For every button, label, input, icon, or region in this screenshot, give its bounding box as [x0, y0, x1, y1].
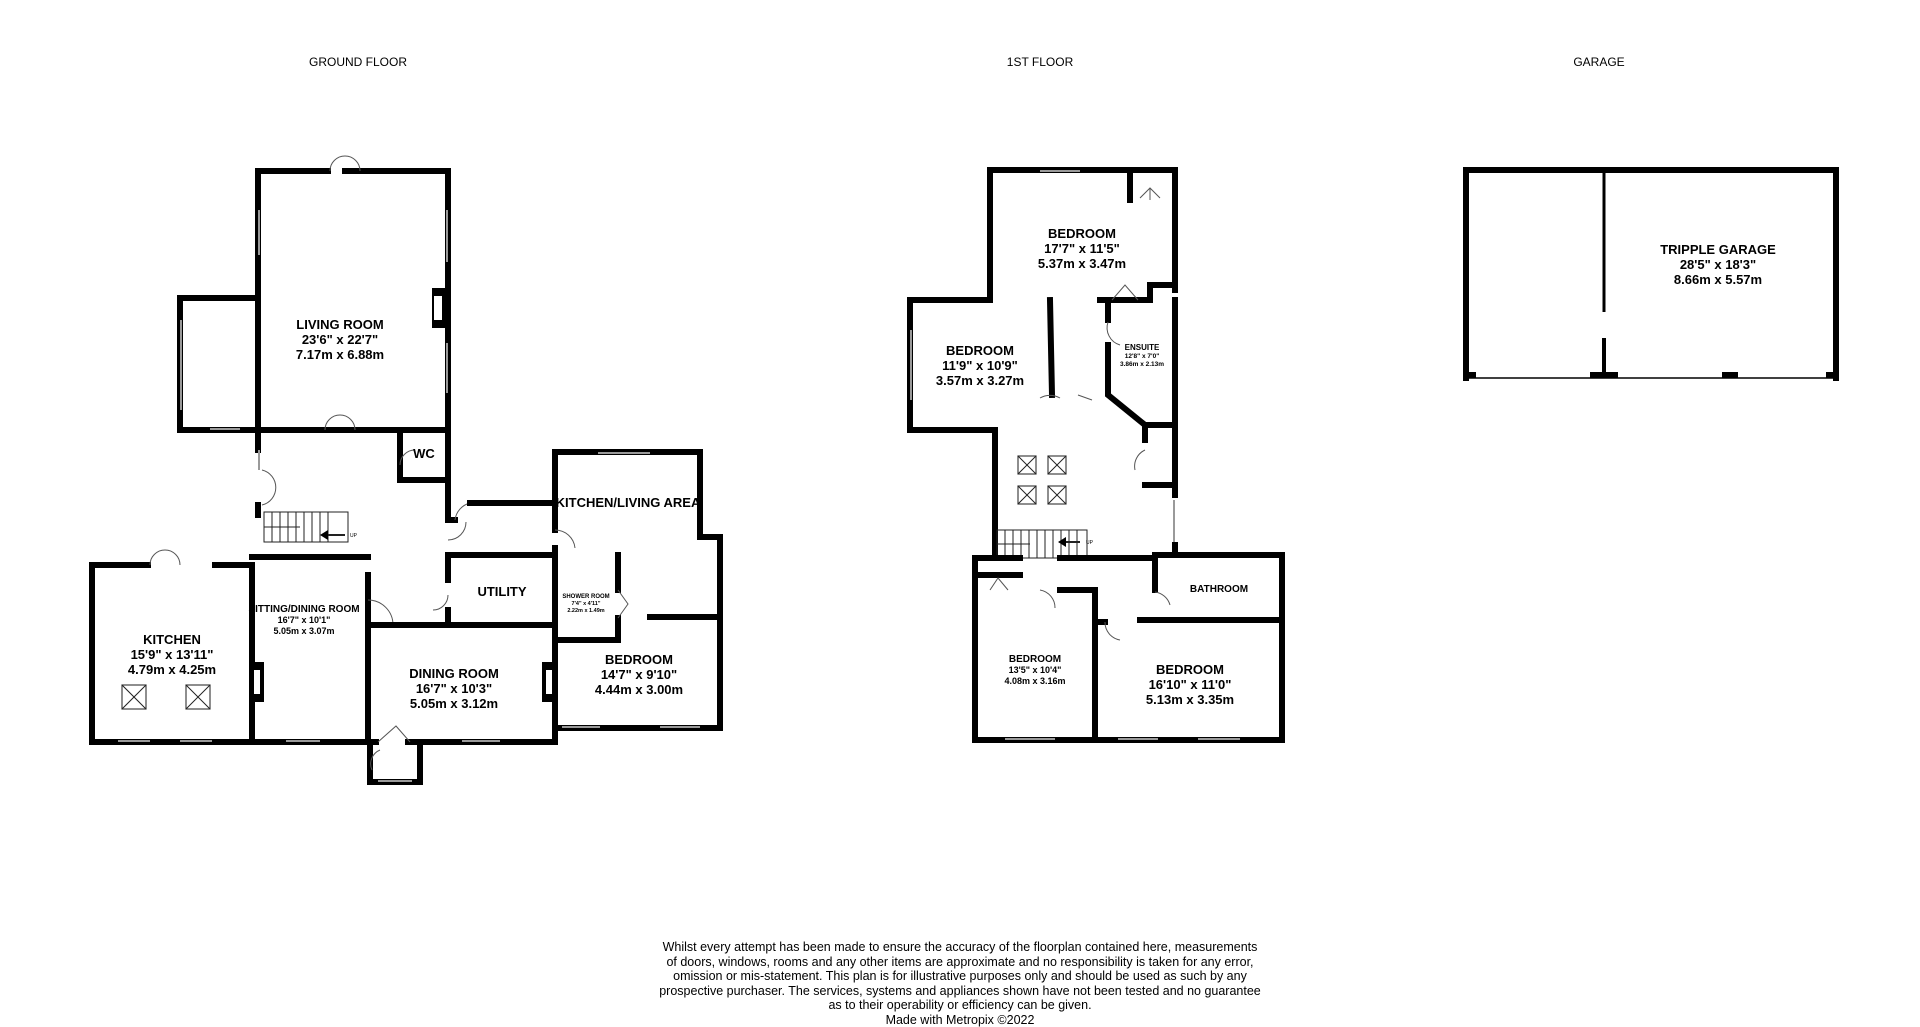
- svg-text:3.86m x 2.13m: 3.86m x 2.13m: [1120, 361, 1164, 368]
- first-stairs-up-label: UP: [1086, 540, 1094, 546]
- svg-text:12'8" x 7'0": 12'8" x 7'0": [1125, 353, 1160, 360]
- svg-text:16'7" x 10'1": 16'7" x 10'1": [278, 615, 331, 625]
- svg-text:8.66m x 5.57m: 8.66m x 5.57m: [1674, 272, 1762, 287]
- svg-text:15'9" x 13'11": 15'9" x 13'11": [131, 647, 214, 662]
- svg-text:16'7" x 10'3": 16'7" x 10'3": [416, 681, 492, 696]
- room-utility: UTILITY: [477, 584, 526, 599]
- svg-text:5.13m x 3.35m: 5.13m x 3.35m: [1146, 692, 1234, 707]
- ground-stairs-up-label: UP: [350, 533, 358, 539]
- room-bedroom-3: BEDROOM 13'5" x 10'4" 4.08m x 3.16m: [1004, 654, 1065, 686]
- svg-text:5.37m x 3.47m: 5.37m x 3.47m: [1038, 256, 1126, 271]
- room-wc: WC: [413, 446, 435, 461]
- garage-floor-label: GARAGE: [1573, 55, 1624, 69]
- room-kitchen: KITCHEN 15'9" x 13'11" 4.79m x 4.25m: [128, 632, 216, 677]
- svg-text:LIVING ROOM: LIVING ROOM: [296, 317, 383, 332]
- svg-text:SHOWER ROOM: SHOWER ROOM: [562, 594, 609, 600]
- svg-text:4.44m x 3.00m: 4.44m x 3.00m: [595, 682, 683, 697]
- svg-text:5.05m x 3.12m: 5.05m x 3.12m: [410, 696, 498, 711]
- room-living: LIVING ROOM 23'6" x 22'7" 7.17m x 6.88m: [296, 317, 384, 362]
- first-floor-label: 1ST FLOOR: [1007, 55, 1074, 69]
- room-dining: DINING ROOM 16'7" x 10'3" 5.05m x 3.12m: [409, 666, 499, 711]
- disclaimer-line: as to their operability or efficiency ca…: [0, 998, 1920, 1013]
- room-kitchen-living: KITCHEN/LIVING AREA: [556, 495, 701, 510]
- svg-text:4.79m x 4.25m: 4.79m x 4.25m: [128, 662, 216, 677]
- room-garage: TRIPPLE GARAGE 28'5" x 18'3" 8.66m x 5.5…: [1660, 242, 1776, 287]
- svg-text:3.57m x 3.27m: 3.57m x 3.27m: [936, 373, 1024, 388]
- disclaimer-line: prospective purchaser. The services, sys…: [0, 984, 1920, 999]
- svg-text:4.08m x 3.16m: 4.08m x 3.16m: [1004, 676, 1065, 686]
- svg-text:17'7" x 11'5": 17'7" x 11'5": [1044, 241, 1120, 256]
- svg-text:11'9" x 10'9": 11'9" x 10'9": [942, 358, 1018, 373]
- room-bathroom: BATHROOM: [1190, 584, 1248, 595]
- svg-text:BEDROOM: BEDROOM: [946, 343, 1014, 358]
- room-bedroom-4: BEDROOM 16'10" x 11'0" 5.13m x 3.35m: [1146, 662, 1234, 707]
- room-bedroom-1: BEDROOM 17'7" x 11'5" 5.37m x 3.47m: [1038, 226, 1126, 271]
- svg-text:TRIPPLE GARAGE: TRIPPLE GARAGE: [1660, 242, 1776, 257]
- svg-text:23'6" x 22'7": 23'6" x 22'7": [302, 332, 378, 347]
- room-shower: SHOWER ROOM 7'4" x 4'11" 2.22m x 1.49m: [562, 594, 609, 614]
- room-ensuite: ENSUITE 12'8" x 7'0" 3.86m x 2.13m: [1120, 343, 1164, 368]
- svg-text:16'10" x 11'0": 16'10" x 11'0": [1149, 677, 1232, 692]
- svg-text:BEDROOM: BEDROOM: [1048, 226, 1116, 241]
- svg-text:2.22m x 1.49m: 2.22m x 1.49m: [567, 608, 604, 614]
- disclaimer: Whilst every attempt has been made to en…: [0, 940, 1920, 1027]
- svg-text:SITTING/DINING ROOM: SITTING/DINING ROOM: [248, 604, 359, 615]
- svg-text:28'5" x 18'3": 28'5" x 18'3": [1680, 257, 1756, 272]
- room-sitting-dining: SITTING/DINING ROOM 16'7" x 10'1" 5.05m …: [248, 604, 359, 636]
- room-bedroom-2: BEDROOM 11'9" x 10'9" 3.57m x 3.27m: [936, 343, 1024, 388]
- ground-stairs: UP: [264, 512, 358, 542]
- ground-floor-label: GROUND FLOOR: [309, 55, 407, 69]
- svg-text:BEDROOM: BEDROOM: [1009, 654, 1061, 665]
- svg-text:BEDROOM: BEDROOM: [1156, 662, 1224, 677]
- garage-plan: [1466, 170, 1836, 378]
- disclaimer-line: omission or mis-statement. This plan is …: [0, 969, 1920, 984]
- svg-text:7.17m x 6.88m: 7.17m x 6.88m: [296, 347, 384, 362]
- first-floor-stairs: UP: [997, 530, 1094, 558]
- svg-text:5.05m x 3.07m: 5.05m x 3.07m: [273, 626, 334, 636]
- svg-text:DINING ROOM: DINING ROOM: [409, 666, 499, 681]
- svg-text:14'7" x 9'10": 14'7" x 9'10": [601, 667, 677, 682]
- disclaimer-line: of doors, windows, rooms and any other i…: [0, 955, 1920, 970]
- svg-text:ENSUITE: ENSUITE: [1125, 343, 1160, 352]
- room-ground-bedroom: BEDROOM 14'7" x 9'10" 4.44m x 3.00m: [595, 652, 683, 697]
- svg-text:13'5" x 10'4": 13'5" x 10'4": [1009, 665, 1062, 675]
- disclaimer-line: Whilst every attempt has been made to en…: [0, 940, 1920, 955]
- svg-text:KITCHEN: KITCHEN: [143, 632, 201, 647]
- svg-text:7'4" x 4'11": 7'4" x 4'11": [572, 601, 601, 607]
- metropix-credit: Made with Metropix ©2022: [0, 1013, 1920, 1027]
- svg-text:BEDROOM: BEDROOM: [605, 652, 673, 667]
